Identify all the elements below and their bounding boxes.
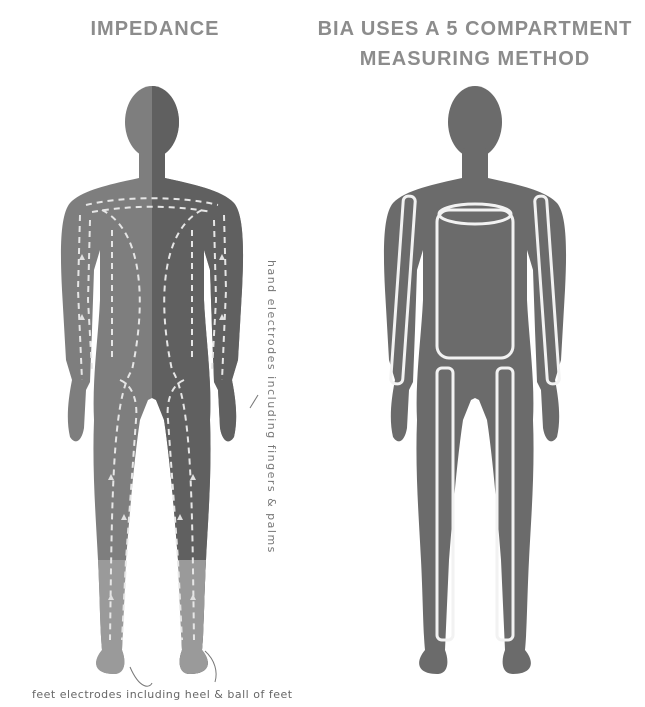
- hand-electrodes-label: hand electrodes including fingers & palm…: [254, 260, 278, 560]
- feet-electrodes-label: feet electrodes including heel & ball of…: [32, 688, 293, 701]
- impedance-figure: [61, 86, 243, 674]
- compartment-figure: [384, 86, 566, 674]
- heel-pointer-line: [130, 667, 152, 686]
